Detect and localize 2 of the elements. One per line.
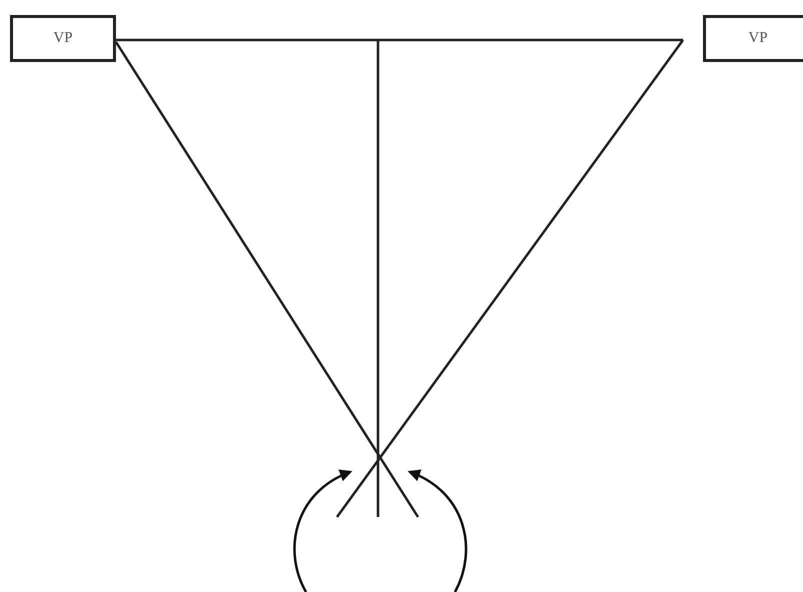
vanishing-point-box: VP (10, 15, 116, 62)
vanishing-point-box: VP (703, 15, 803, 62)
